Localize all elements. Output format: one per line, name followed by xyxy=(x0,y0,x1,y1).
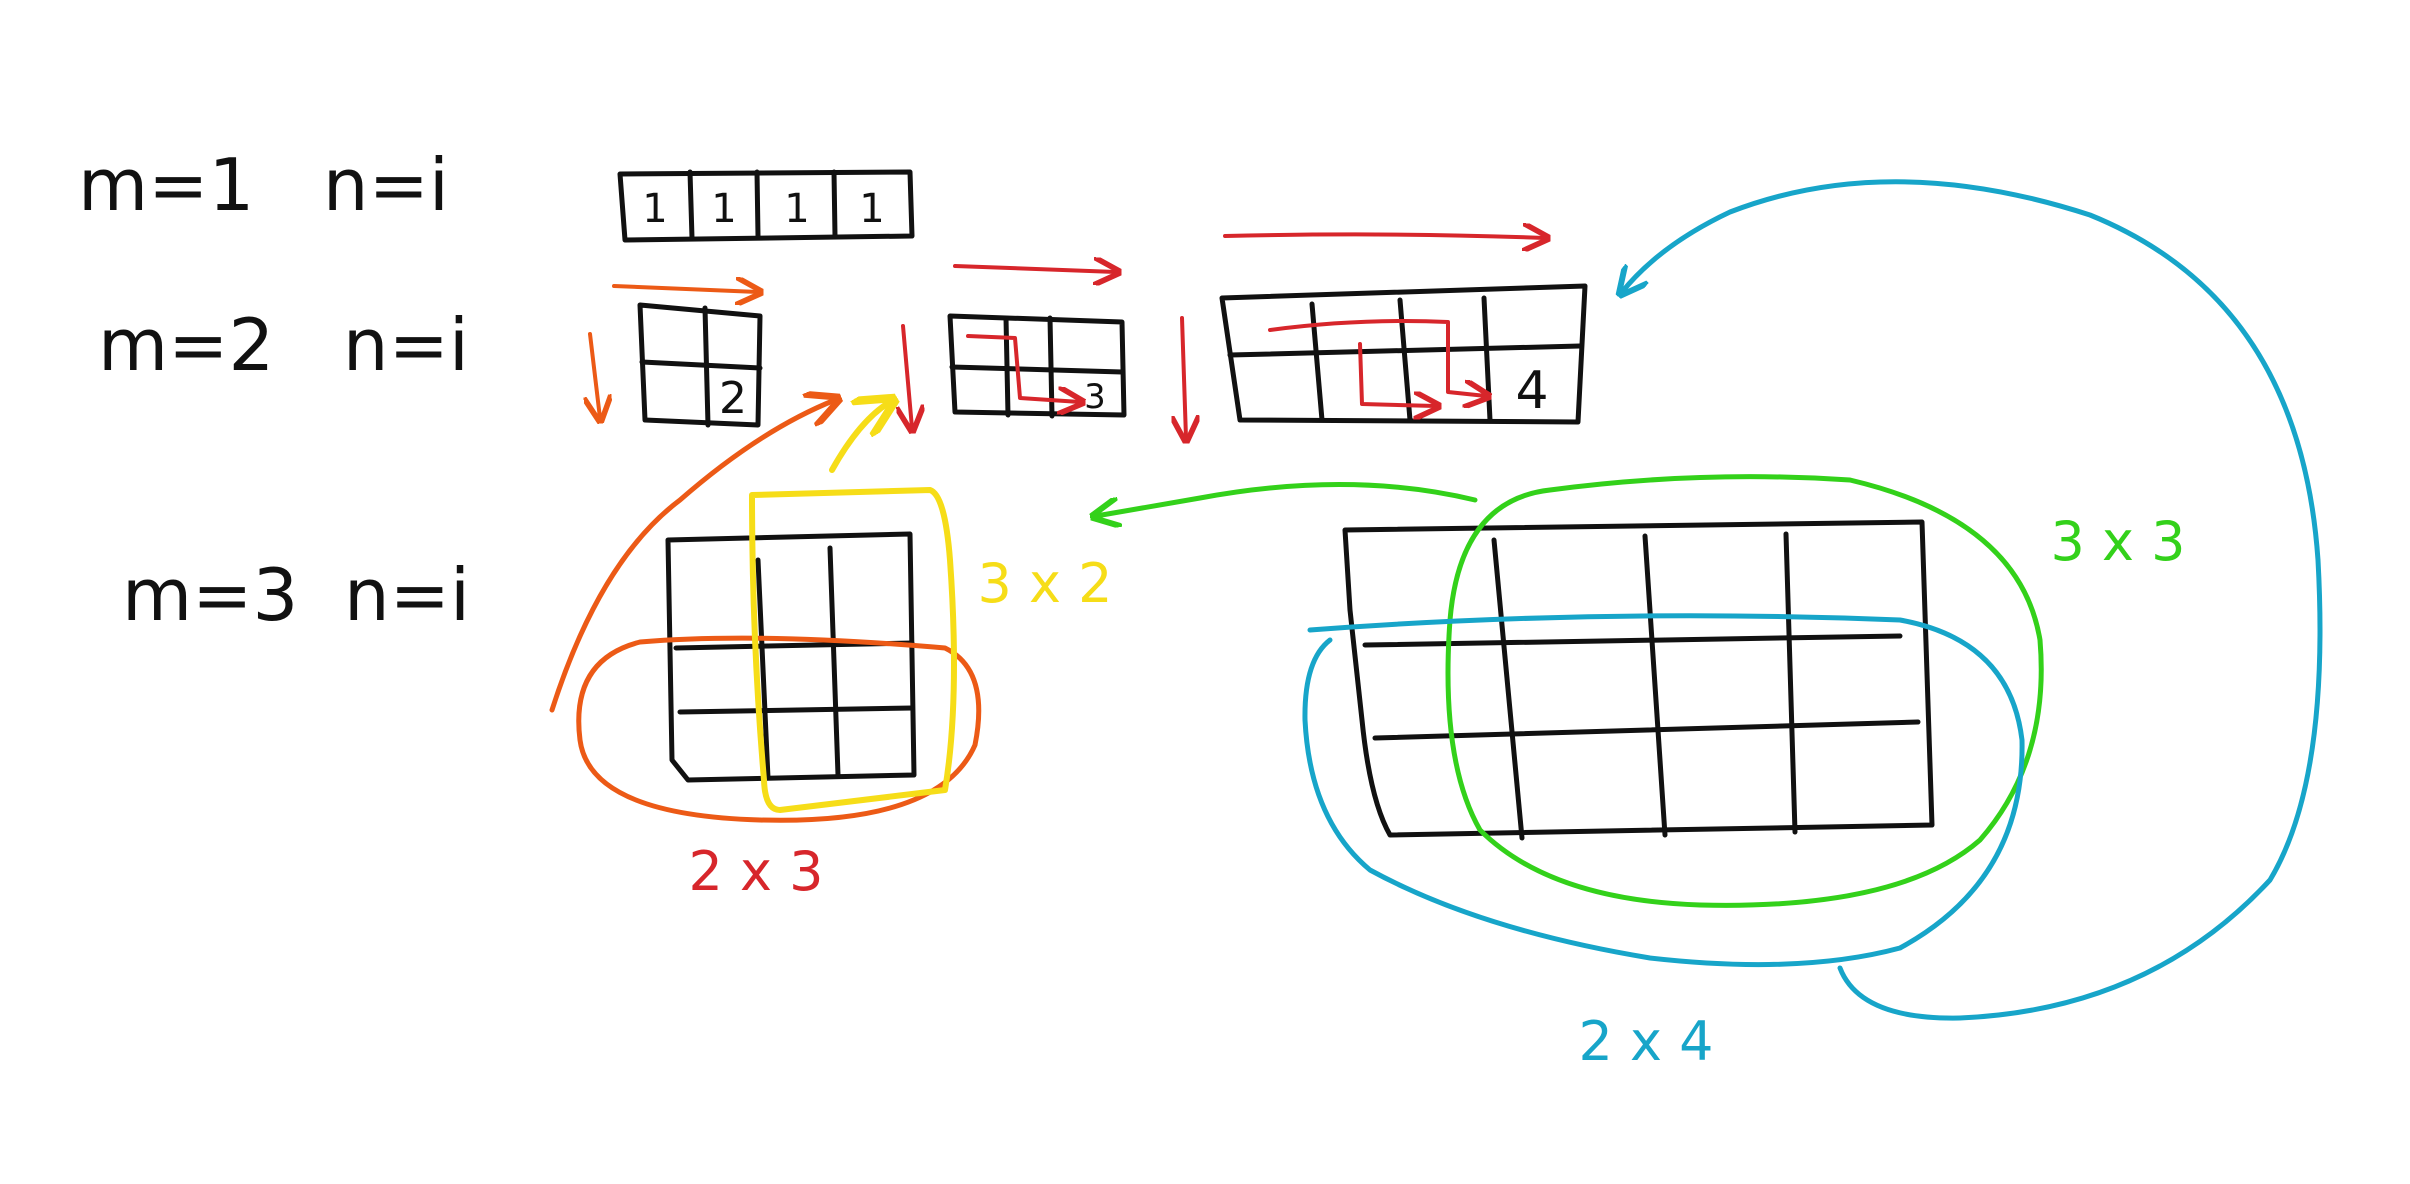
red-arrows xyxy=(903,234,1545,438)
grid-1x4 xyxy=(617,169,915,243)
grid-3x4-large xyxy=(1342,519,1935,841)
row-label-m3: m=3 n=i xyxy=(122,553,470,637)
orange-arrows xyxy=(590,286,758,418)
blue-dim-label: 2 x 4 xyxy=(1579,1010,1714,1073)
green-dim-label: 3 x 3 xyxy=(2051,510,2186,573)
row2-cell-number-2: 2 xyxy=(719,373,747,424)
orange-dim-label: 2 x 3 xyxy=(689,840,824,903)
grid-3x3 xyxy=(665,531,917,783)
green-selection xyxy=(1096,474,2044,908)
row1-cell-3: 1 xyxy=(784,186,809,232)
row-label-m1: m=1 n=i xyxy=(78,143,449,227)
blue-selection xyxy=(1302,179,2323,1021)
row1-cell-4: 1 xyxy=(859,186,884,232)
row-label-m2: m=2 n=i xyxy=(98,303,469,387)
row1-cell-1: 1 xyxy=(642,186,667,232)
row2-cell-number-3: 3 xyxy=(1084,377,1106,417)
orange-selection xyxy=(549,400,982,823)
grid-2x2 xyxy=(637,302,763,428)
row2-cell-number-4: 4 xyxy=(1515,361,1548,421)
row1-cell-2: 1 xyxy=(711,186,736,232)
yellow-selection xyxy=(749,402,957,813)
yellow-dim-label: 3 x 2 xyxy=(978,552,1113,615)
